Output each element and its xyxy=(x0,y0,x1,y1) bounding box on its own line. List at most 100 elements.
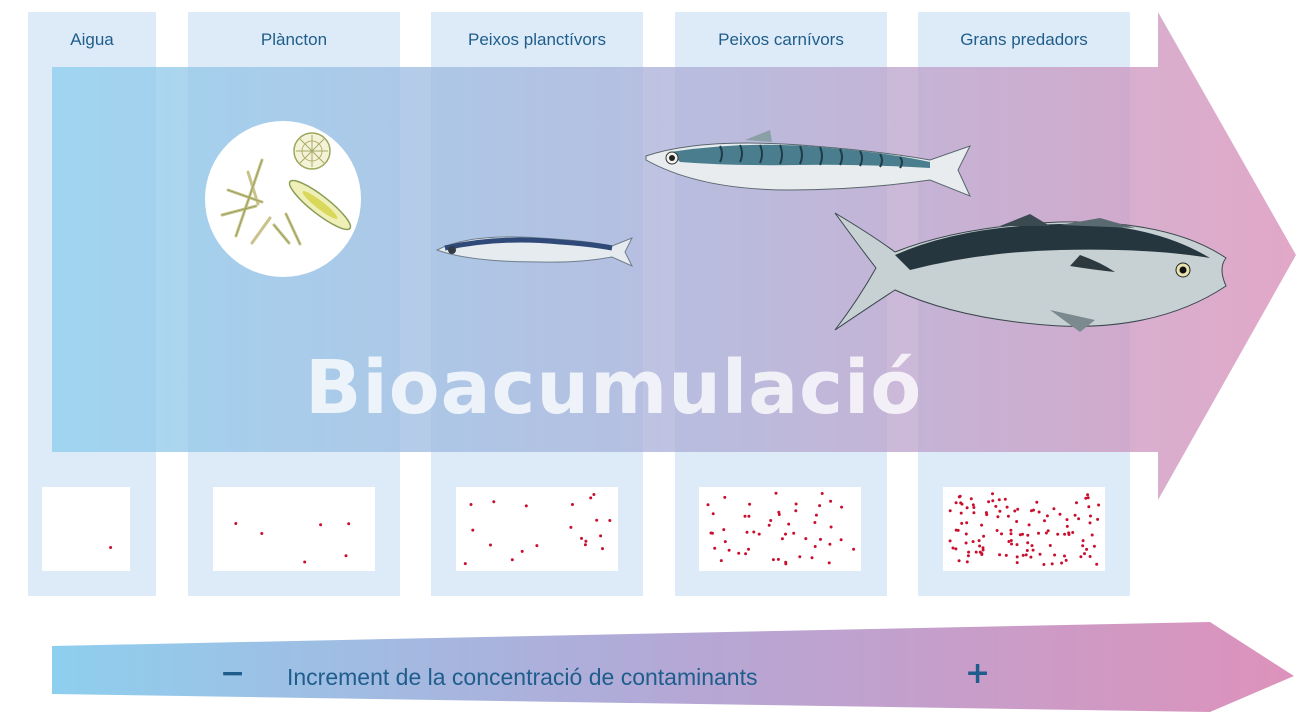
contaminant-dot xyxy=(1048,544,1052,547)
contaminant-dot xyxy=(971,503,975,507)
contaminant-dot xyxy=(471,528,475,532)
contaminant-dot xyxy=(1086,496,1090,500)
tuna-icon xyxy=(834,212,1227,332)
contaminant-dot xyxy=(998,553,1002,557)
contaminant-dot xyxy=(524,504,528,508)
contaminant-dot xyxy=(1000,532,1003,536)
contaminant-dot xyxy=(982,534,986,538)
contaminant-dot xyxy=(954,547,958,551)
contaminant-dot xyxy=(767,523,771,527)
contaminant-dot xyxy=(1071,531,1075,534)
contaminant-dot xyxy=(535,544,539,548)
contaminant-dot xyxy=(957,559,961,563)
contaminant-dot xyxy=(1097,503,1101,507)
contaminant-dot xyxy=(965,560,969,564)
contaminant-dot xyxy=(1064,558,1068,562)
contaminant-dot xyxy=(1015,561,1019,565)
contaminant-dot xyxy=(780,537,784,541)
contaminant-dot xyxy=(608,519,612,522)
contaminant-dot xyxy=(966,554,970,558)
contaminant-dot xyxy=(792,531,796,535)
contaminant-dot xyxy=(1043,519,1046,523)
contaminant-dot xyxy=(948,539,952,543)
contaminant-dot xyxy=(774,491,778,495)
contaminant-dot xyxy=(828,542,832,546)
contaminant-dot xyxy=(819,537,822,541)
sample-box-peixos-planctivors xyxy=(456,487,618,571)
contaminant-dot xyxy=(972,511,976,515)
contaminant-dot xyxy=(1063,554,1066,558)
contaminant-dot xyxy=(510,558,514,562)
contaminant-dot xyxy=(978,544,982,548)
contaminant-dot xyxy=(1037,531,1040,535)
contaminant-dots-grans-predadors xyxy=(948,492,1101,566)
contaminant-dot xyxy=(719,559,723,563)
contaminant-dot xyxy=(994,504,998,508)
contaminant-dot xyxy=(737,551,741,555)
concentration-label: Increment de la concentració de contamin… xyxy=(287,663,758,690)
contaminant-dot xyxy=(1027,523,1031,527)
contaminant-dot xyxy=(1052,507,1056,511)
stage-title-grans-predadors: Grans predadors xyxy=(960,29,1088,49)
contaminant-dot xyxy=(595,518,599,522)
contaminant-dot xyxy=(771,558,775,562)
contaminant-dot xyxy=(752,530,756,534)
contaminant-dot xyxy=(954,528,958,532)
contaminant-dot xyxy=(1009,539,1013,542)
contaminant-dot xyxy=(991,492,994,496)
contaminant-dot xyxy=(777,513,781,516)
contaminant-dot xyxy=(1026,533,1030,537)
contaminant-dot xyxy=(706,503,710,507)
contaminant-dot xyxy=(960,502,964,506)
contaminant-dot xyxy=(583,543,587,547)
contaminant-dot xyxy=(1065,518,1069,522)
contaminant-dot xyxy=(592,493,596,496)
contaminant-dot xyxy=(980,552,984,556)
contaminant-dot xyxy=(948,509,952,513)
contaminant-dot xyxy=(745,530,749,534)
contaminant-dot xyxy=(1026,541,1030,545)
contaminant-dot xyxy=(1067,531,1071,535)
contaminant-dot xyxy=(1063,532,1067,536)
contaminant-dot xyxy=(820,492,824,495)
contaminant-dot xyxy=(814,513,818,517)
contaminant-dot xyxy=(569,525,573,529)
contaminant-dot xyxy=(1044,531,1048,535)
contaminant-dot xyxy=(1025,549,1029,552)
contaminant-dot xyxy=(1092,544,1096,548)
contaminant-dot xyxy=(1086,493,1090,497)
minus-sign: − xyxy=(220,655,246,691)
anchovy-icon xyxy=(435,236,634,268)
contaminant-dot xyxy=(723,540,727,544)
contaminant-dot xyxy=(1096,517,1100,521)
contaminant-dot xyxy=(981,546,985,550)
contaminant-dot xyxy=(601,547,604,551)
contaminant-dot xyxy=(1073,513,1077,517)
contaminant-dot xyxy=(777,510,781,514)
contaminant-dot xyxy=(1031,548,1035,552)
contaminant-dot xyxy=(839,538,843,542)
contaminant-dot xyxy=(987,500,991,504)
contaminant-dot xyxy=(1046,529,1050,533)
contaminant-dot xyxy=(584,539,588,543)
contaminant-dot xyxy=(469,503,473,506)
contaminant-dots-plancton xyxy=(234,522,351,564)
contaminant-dot xyxy=(1081,539,1085,543)
contaminant-dot xyxy=(1005,505,1009,509)
contaminant-dot xyxy=(1010,542,1013,546)
contaminant-dot xyxy=(319,523,323,527)
contaminant-dot xyxy=(1037,510,1041,514)
contaminant-dot xyxy=(743,514,747,518)
contaminant-dot xyxy=(1084,496,1088,500)
contaminant-dot xyxy=(1077,517,1081,521)
contaminant-dot xyxy=(957,495,961,499)
contaminant-dot xyxy=(1032,508,1035,512)
contaminant-dot xyxy=(1035,500,1039,504)
sample-box-grans-predadors xyxy=(943,487,1105,571)
contaminant-dot xyxy=(463,562,467,566)
contaminant-dot xyxy=(1079,555,1083,559)
contaminant-dot xyxy=(1085,547,1089,551)
sample-box-plancton xyxy=(213,487,375,571)
contaminant-dot xyxy=(1058,512,1062,516)
contaminant-dot xyxy=(492,500,496,504)
